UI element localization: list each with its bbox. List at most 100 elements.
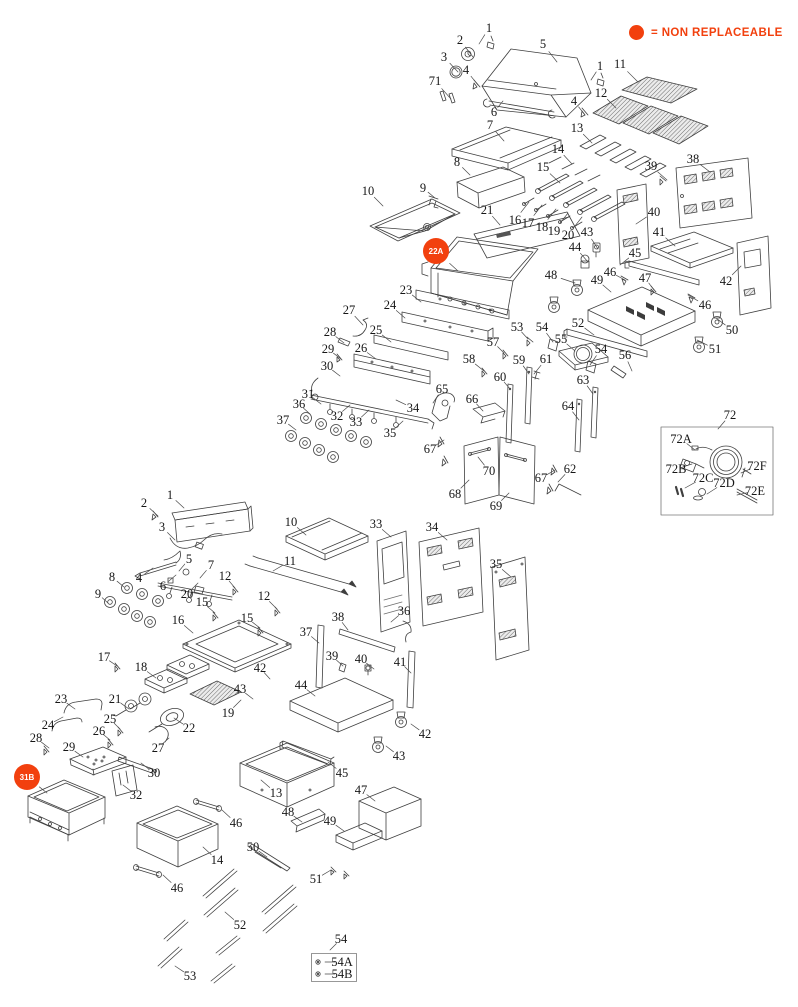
part-label-55: 55 <box>554 331 568 346</box>
part-label-49: 49 <box>590 272 604 287</box>
part-62-rod <box>554 483 582 496</box>
part-49-bottom-shelf <box>587 286 696 347</box>
part-label-27: 27 <box>342 302 356 317</box>
part-label-45: 45 <box>335 765 349 780</box>
part-48-50-51-casters <box>548 279 723 353</box>
part-label-46: 46 <box>170 880 184 895</box>
part-label-71: 71 <box>428 73 442 88</box>
part-label-72: 72 <box>723 407 737 422</box>
part-label-18: 18 <box>535 219 549 234</box>
part-label-60: 60 <box>493 369 507 384</box>
non-replaceable-dot <box>629 25 644 40</box>
part-71-pins <box>439 90 456 104</box>
cart-part-1-control-panel <box>171 501 254 543</box>
part-label-40: 40 <box>647 204 661 219</box>
part-label-67: 67 <box>423 441 437 456</box>
part-68-69-doors <box>463 436 536 505</box>
part-30-35-manifold <box>310 377 435 430</box>
part-label-24: 24 <box>41 717 55 732</box>
part-label-54: 54 <box>594 341 608 356</box>
badge-31B: 31B <box>14 764 40 790</box>
part-label-23: 23 <box>399 282 413 297</box>
part-label-10: 10 <box>284 514 298 529</box>
part-65-igniter <box>431 392 455 422</box>
legend: = NON REPLACEABLE <box>629 25 783 40</box>
part-label-38: 38 <box>686 151 700 166</box>
part-label-18: 18 <box>134 659 148 674</box>
part-label-7: 7 <box>207 557 215 572</box>
part-9-bracket <box>428 195 439 209</box>
part-label-54: 54 <box>535 319 549 334</box>
part-label-34: 34 <box>425 519 439 534</box>
cart-part-32-bracket <box>111 764 138 797</box>
part-label-4: 4 <box>570 93 578 108</box>
leader-lines <box>39 34 751 975</box>
part-label-32: 32 <box>129 787 143 802</box>
part-label-37: 37 <box>299 624 313 639</box>
part-label-9: 9 <box>419 180 427 195</box>
cart-part-13-drawer <box>239 742 335 808</box>
cart-part-18-burner-boxes <box>144 654 210 694</box>
part-label-33: 33 <box>369 516 383 531</box>
part-15-burners <box>535 173 626 222</box>
cart-part-33-left-panel <box>376 530 411 633</box>
cart-part-16-top-frame <box>182 619 292 673</box>
part-label-49: 49 <box>323 813 337 828</box>
part-label-20: 20 <box>180 586 194 601</box>
cart-part-8-9-knobs <box>104 582 164 628</box>
part-label-11: 11 <box>613 56 627 71</box>
part-label-54B: 54B <box>331 966 353 981</box>
part-label-40: 40 <box>354 651 368 666</box>
part-label-12: 12 <box>218 568 232 583</box>
part-14-crossover-rods <box>548 156 601 182</box>
part-label-41: 41 <box>652 224 666 239</box>
part-label-72F: 72F <box>747 458 767 473</box>
part-label-53: 53 <box>183 968 197 983</box>
part-3-bezel-ring <box>449 65 463 79</box>
legend-label: = NON REPLACEABLE <box>651 26 783 39</box>
part-label-33: 33 <box>349 414 363 429</box>
part-label-62: 62 <box>563 461 577 476</box>
part-label-4: 4 <box>135 570 143 585</box>
part-7-side-shelf <box>451 126 562 171</box>
part-38-back-panel <box>675 157 753 229</box>
part-label-51: 51 <box>708 341 722 356</box>
cart-part-36-wire <box>402 620 412 643</box>
cart-part-23-24-tubes <box>51 698 103 732</box>
part-label-8: 8 <box>453 154 461 169</box>
part-label-44: 44 <box>294 677 308 692</box>
part-label-26: 26 <box>354 340 368 355</box>
part-label-15: 15 <box>195 594 209 609</box>
part-13-flame-tamers <box>579 134 667 178</box>
part-label-9: 9 <box>94 586 102 601</box>
cart-part-46-handles <box>133 798 222 878</box>
cart-part-41-post <box>406 650 416 709</box>
part-label-1: 1 <box>485 20 493 35</box>
part-6-handle <box>482 98 556 119</box>
part-label-35: 35 <box>383 425 397 440</box>
cart-part-34-back-panel <box>418 527 484 627</box>
part-label-6: 6 <box>159 578 167 593</box>
cart-part-10-side-shelf <box>285 517 369 561</box>
part-1-hooks <box>486 35 605 87</box>
part-label-52: 52 <box>571 315 585 330</box>
part-label-47: 47 <box>638 270 652 285</box>
cart-part-4-7-manifold <box>134 561 233 607</box>
part-label-54: 54 <box>334 931 348 946</box>
part-label-24: 24 <box>383 297 397 312</box>
part-label-30: 30 <box>320 358 334 373</box>
part-label-36: 36 <box>292 396 306 411</box>
part-label-72E: 72E <box>744 483 766 498</box>
part-40-side-panel <box>616 183 650 265</box>
cart-part-21-burner-valves <box>111 692 152 717</box>
part-label-42: 42 <box>418 726 432 741</box>
part-label-72D: 72D <box>713 475 735 490</box>
part-label-5: 5 <box>539 36 547 51</box>
cart-part-45-bar <box>279 740 335 766</box>
cart-part-49-tray <box>335 822 383 851</box>
part-label-50: 50 <box>246 839 260 854</box>
part-label-13: 13 <box>570 120 584 135</box>
part-label-15: 15 <box>240 610 254 625</box>
part-label-7: 7 <box>486 117 494 132</box>
